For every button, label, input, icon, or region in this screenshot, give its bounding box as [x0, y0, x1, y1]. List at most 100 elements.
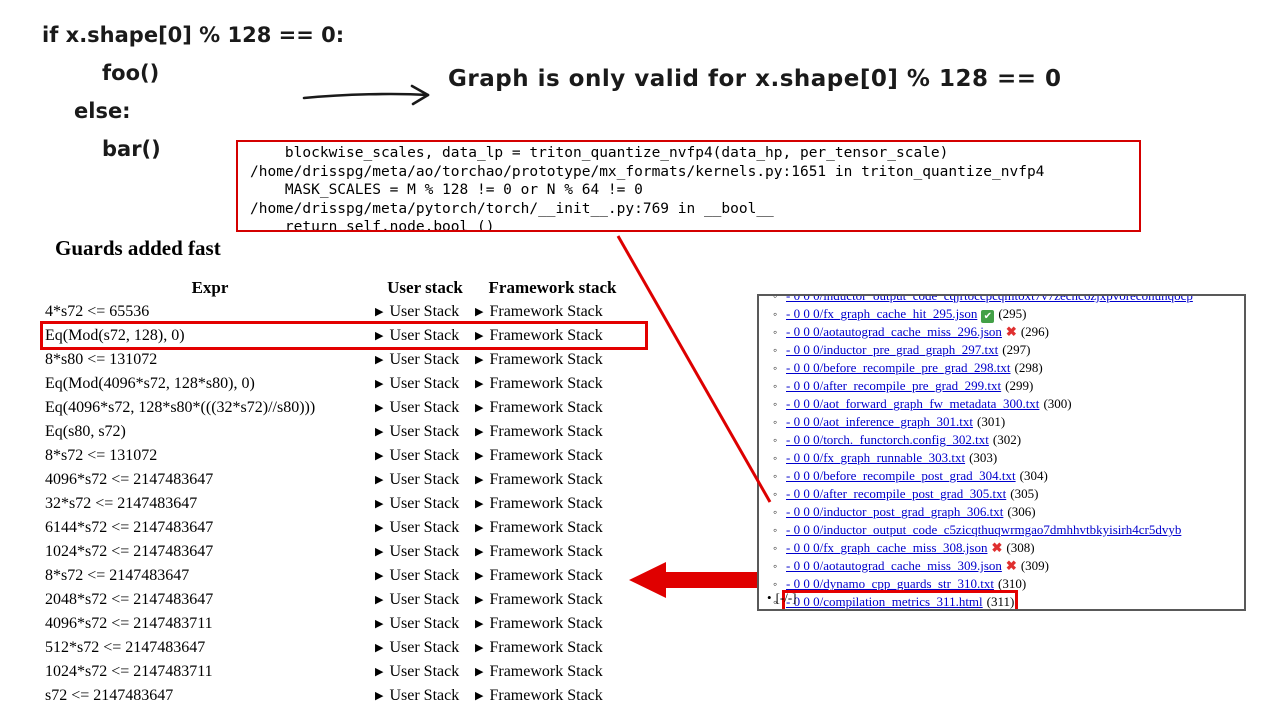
guard-expr: 1024*s72 <= 2147483647	[45, 543, 214, 560]
tlparse-link[interactable]: - 0 0 0/torch._functorch.config_302.txt	[786, 432, 989, 447]
panel-footer: •[-/-]	[767, 590, 797, 606]
guard-expr: 4*s72 <= 65536	[45, 303, 150, 320]
guards-table-row: 32*s72 <= 2147483647 ▶ User Stack ▶ Framew…	[45, 492, 630, 516]
user-stack-toggle[interactable]: ▶ User Stack	[375, 471, 460, 488]
triangle-right-icon: ▶	[475, 689, 484, 702]
handwritten-code-snippet: if x.shape[0] % 128 == 0: foo() else: ba…	[42, 16, 344, 168]
link-wrap: - 0 0 0/dynamo_cpp_guards_str_310.txt(31…	[786, 576, 1026, 591]
user-stack-toggle[interactable]: ▶ User Stack	[375, 351, 460, 368]
framework-stack-toggle[interactable]: ▶ Framework Stack	[475, 687, 603, 704]
triangle-right-icon: ▶	[475, 569, 484, 582]
tlparse-link[interactable]: - 0 0 0/inductor_output_code_c5zicqthuqw…	[786, 522, 1182, 537]
user-stack-toggle[interactable]: ▶ User Stack	[375, 543, 460, 560]
tlparse-link[interactable]: - 0 0 0/compilation_metrics_311.html	[786, 594, 983, 609]
framework-stack-toggle[interactable]: ▶ Framework Stack	[475, 303, 603, 320]
user-stack-toggle[interactable]: ▶ User Stack	[375, 423, 460, 440]
user-stack-toggle[interactable]: ▶ User Stack	[375, 375, 460, 392]
guards-table-row: 4096*s72 <= 2147483711▶ User Stack▶ Fram…	[45, 612, 630, 636]
user-stack-toggle[interactable]: ▶ User Stack	[375, 495, 460, 512]
item-count: (309)	[1020, 558, 1049, 573]
tlparse-link[interactable]: - 0 0 0/fx_graph_cache_miss_308.json	[786, 540, 988, 555]
framework-stack-cell: ▶ Framework Stack	[475, 300, 630, 324]
user-stack-toggle[interactable]: ▶ User Stack	[375, 399, 460, 416]
link-wrap: - 0 0 0/aot_forward_graph_fw_metadata_30…	[786, 396, 1072, 411]
user-stack-toggle[interactable]: ▶ User Stack	[375, 519, 460, 536]
collapse-control[interactable]: [-/-]	[775, 590, 797, 605]
link-wrap: - 0 0 0/after_recompile_post_grad_305.tx…	[786, 486, 1038, 501]
framework-stack-toggle[interactable]: ▶ Framework Stack	[475, 591, 603, 608]
user-stack-toggle[interactable]: ▶ User Stack	[375, 327, 460, 344]
framework-stack-toggle[interactable]: ▶ Framework Stack	[475, 567, 603, 584]
triangle-right-icon: ▶	[475, 497, 484, 510]
tlparse-link[interactable]: - 0 0 0/aotautograd_cache_miss_309.json	[786, 558, 1002, 573]
tlparse-link[interactable]: - 0 0 0/aot_inference_graph_301.txt	[786, 414, 973, 429]
tlparse-link[interactable]: - 0 0 0/fx_graph_cache_hit_295.json	[786, 306, 978, 321]
triangle-right-icon: ▶	[375, 377, 384, 390]
framework-stack-toggle[interactable]: ▶ Framework Stack	[475, 423, 603, 440]
code-line: bar()	[102, 137, 161, 161]
tlparse-list-item: ◦- 0 0 0/before_recompile_post_grad_304.…	[773, 467, 1244, 485]
framework-stack-toggle[interactable]: ▶ Framework Stack	[475, 543, 603, 560]
hollow-bullet-icon: ◦	[773, 397, 778, 411]
cross-icon: ✖	[1005, 324, 1017, 339]
tlparse-link[interactable]: - 0 0 0/after_recompile_post_grad_305.tx…	[786, 486, 1007, 501]
link-wrap: - 0 0 0/before_recompile_post_grad_304.t…	[786, 468, 1048, 483]
user-stack-cell: ▶ User Stack	[375, 348, 475, 372]
tlparse-link[interactable]: - 0 0 0/before_recompile_post_grad_304.t…	[786, 468, 1016, 483]
framework-stack-toggle[interactable]: ▶ Framework Stack	[475, 351, 603, 368]
framework-stack-toggle[interactable]: ▶ Framework Stack	[475, 495, 603, 512]
item-count: (305)	[1010, 486, 1039, 501]
framework-stack-toggle[interactable]: ▶ Framework Stack	[475, 327, 603, 344]
hollow-bullet-icon: ◦	[773, 361, 778, 375]
item-count: (303)	[969, 450, 998, 465]
user-stack-cell: ▶ User Stack	[375, 684, 475, 708]
tlparse-link[interactable]: - 0 0 0/inductor_pre_grad_graph_297.txt	[786, 342, 999, 357]
tlparse-link[interactable]: - 0 0 0/inductor_output_code_cqjrtoccpcq…	[786, 294, 1193, 303]
column-header-expr: Expr	[191, 278, 229, 297]
user-stack-cell: ▶ User Stack	[375, 420, 475, 444]
guards-table-row: Eq(Mod(s72, 128), 0)▶ User Stack▶ Framew…	[45, 324, 630, 348]
user-stack-toggle[interactable]: ▶ User Stack	[375, 687, 460, 704]
tlparse-link[interactable]: - 0 0 0/aotautograd_cache_miss_296.json	[786, 324, 1002, 339]
framework-stack-toggle[interactable]: ▶ Framework Stack	[475, 375, 603, 392]
user-stack-toggle[interactable]: ▶ User Stack	[375, 639, 460, 656]
framework-stack-toggle[interactable]: ▶ Framework Stack	[475, 615, 603, 632]
user-stack-toggle[interactable]: ▶ User Stack	[375, 615, 460, 632]
framework-stack-toggle[interactable]: ▶ Framework Stack	[475, 399, 603, 416]
tlparse-list-item: ◦ - 0 0 0/inductor_post_grad_graph_306.tx…	[773, 503, 1244, 521]
hollow-bullet-icon: ◦	[773, 505, 778, 519]
framework-stack-toggle[interactable]: ▶ Framework Stack	[475, 519, 603, 536]
tlparse-list-item: ◦- 0 0 0/after_recompile_post_grad_305.t…	[773, 485, 1244, 503]
item-count: (302)	[992, 432, 1022, 447]
user-stack-toggle[interactable]: ▶ User Stack	[375, 663, 460, 680]
framework-stack-cell: ▶ Framework Stack	[475, 348, 630, 372]
hollow-bullet-icon: ◦	[773, 325, 778, 339]
tlparse-link[interactable]: - 0 0 0/after_recompile_pre_grad_299.txt	[786, 378, 1002, 393]
link-wrap: - 0 0 0/fx_graph_runnable_303.txt(303)	[786, 450, 997, 465]
tlparse-link[interactable]: - 0 0 0/inductor_post_grad_graph_306.txt	[786, 504, 1004, 519]
guard-expr: Eq(s80, s72)	[45, 423, 126, 440]
framework-stack-cell: ▶ Framework Stack	[475, 420, 630, 444]
tlparse-link[interactable]: - 0 0 0/fx_graph_runnable_303.txt	[786, 450, 966, 465]
triangle-right-icon: ▶	[375, 665, 384, 678]
triangle-right-icon: ▶	[375, 353, 384, 366]
guards-table-row: 6144*s72 <= 2147483647▶ User Stack▶ Fram…	[45, 516, 630, 540]
tlparse-link[interactable]: - 0 0 0/before_recompile_pre_grad_298.tx…	[786, 360, 1011, 375]
tlparse-list-item: ◦ - 0 0 0/aot_forward_graph_fw_metadata_3…	[773, 395, 1244, 413]
user-stack-toggle[interactable]: ▶ User Stack	[375, 303, 460, 320]
framework-stack-toggle[interactable]: ▶ Framework Stack	[475, 639, 603, 656]
hollow-bullet-icon: ◦	[773, 595, 778, 609]
link-wrap: - 0 0 0/torch._functorch.config_302.txt(…	[786, 432, 1021, 447]
user-stack-toggle[interactable]: ▶ User Stack	[375, 447, 460, 464]
framework-stack-toggle[interactable]: ▶ Framework Stack	[475, 447, 603, 464]
framework-stack-toggle[interactable]: ▶ Framework Stack	[475, 663, 603, 680]
tlparse-link[interactable]: - 0 0 0/dynamo_cpp_guards_str_310.txt	[786, 576, 994, 591]
guard-expr: 8*s80 <= 131072	[45, 351, 158, 368]
highlighted-link-wrap: - 0 0 0/compilation_metrics_311.html(311…	[781, 590, 1019, 609]
user-stack-toggle[interactable]: ▶ User Stack	[375, 591, 460, 608]
user-stack-toggle[interactable]: ▶ User Stack	[375, 567, 460, 584]
triangle-right-icon: ▶	[375, 425, 384, 438]
guard-expr: 32*s72 <= 2147483647	[45, 495, 198, 512]
framework-stack-toggle[interactable]: ▶ Framework Stack	[475, 471, 603, 488]
tlparse-link[interactable]: - 0 0 0/aot_forward_graph_fw_metadata_30…	[786, 396, 1040, 411]
